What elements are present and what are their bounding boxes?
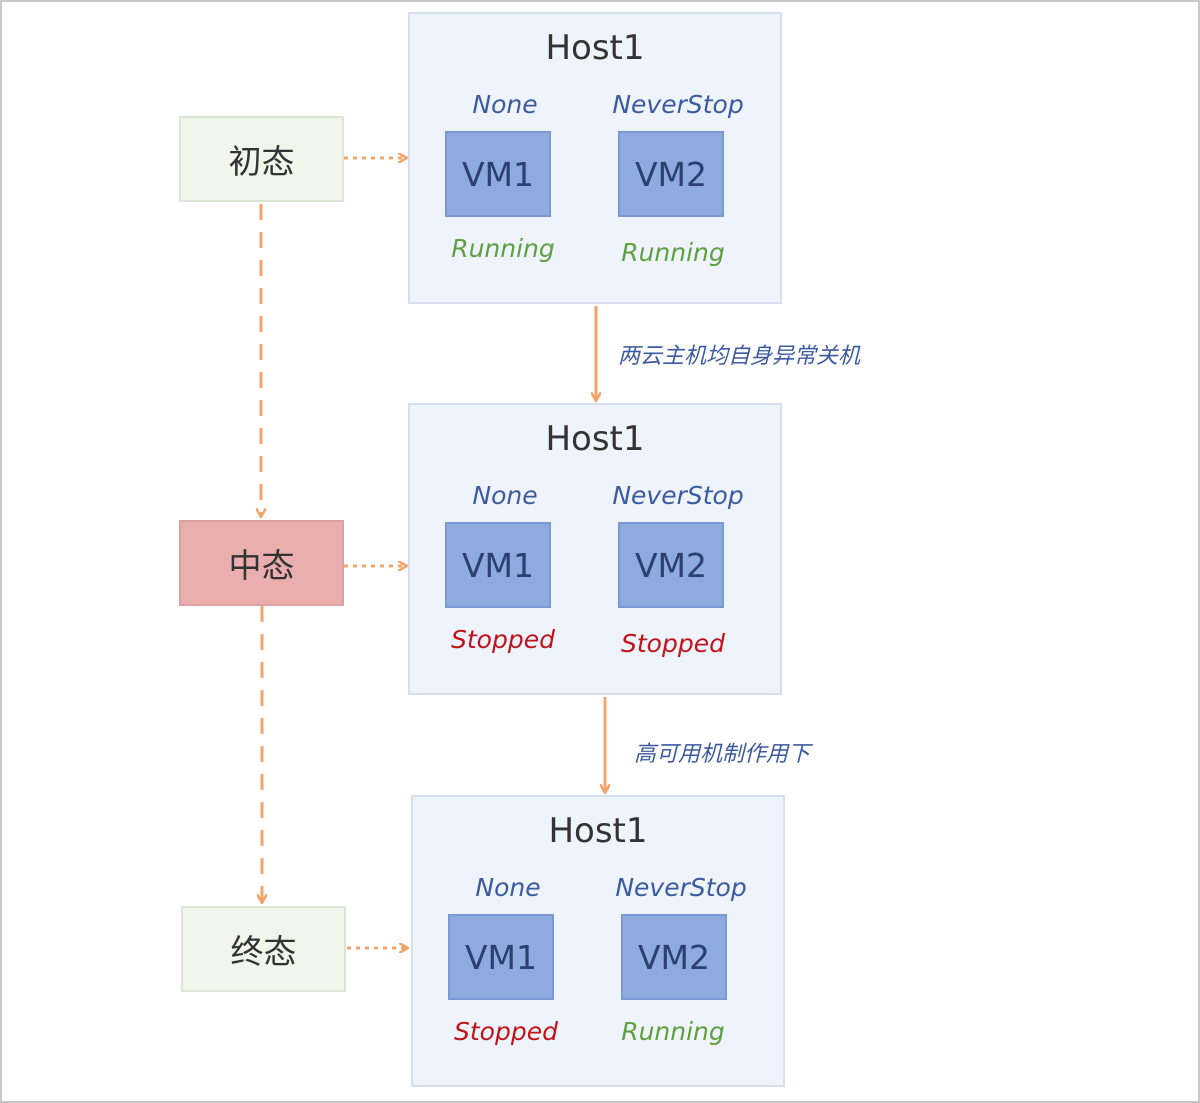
host-title: Host1 [548, 811, 648, 851]
transition-label-1: 两云主机均自身异常关机 [618, 344, 861, 369]
host-title: Host1 [545, 419, 645, 459]
vm2-policy: NeverStop [612, 481, 744, 510]
vm2-status: Running [621, 1017, 725, 1046]
vm2-policy: NeverStop [612, 90, 744, 119]
host-box-initial: Host1 None NeverStop VM1 VM2 Running Run… [408, 12, 782, 304]
host-box-middle: Host1 None NeverStop VM1 VM2 Stopped Sto… [408, 403, 782, 695]
vm2-status: Stopped [621, 629, 725, 658]
state-final: 终态 [181, 906, 346, 992]
vm1-policy: None [475, 873, 541, 902]
transition-label-2: 高可用机制作用下 [634, 742, 811, 767]
vm1-policy: None [472, 90, 538, 119]
vm1-status: Stopped [454, 1017, 558, 1046]
vm1-box: VM1 [448, 914, 554, 1000]
host-title: Host1 [545, 28, 645, 68]
state-initial: 初态 [179, 116, 344, 202]
host-box-final: Host1 None NeverStop VM1 VM2 Stopped Run… [411, 795, 785, 1087]
vm1-status: Stopped [451, 625, 555, 654]
vm2-box: VM2 [618, 522, 724, 608]
vm1-policy: None [472, 481, 538, 510]
state-middle: 中态 [179, 520, 344, 606]
vm1-box: VM1 [445, 522, 551, 608]
vm2-policy: NeverStop [615, 873, 747, 902]
vm2-status: Running [621, 238, 725, 267]
vm2-box: VM2 [618, 131, 724, 217]
vm1-status: Running [451, 234, 555, 263]
vm2-box: VM2 [621, 914, 727, 1000]
vm1-box: VM1 [445, 131, 551, 217]
